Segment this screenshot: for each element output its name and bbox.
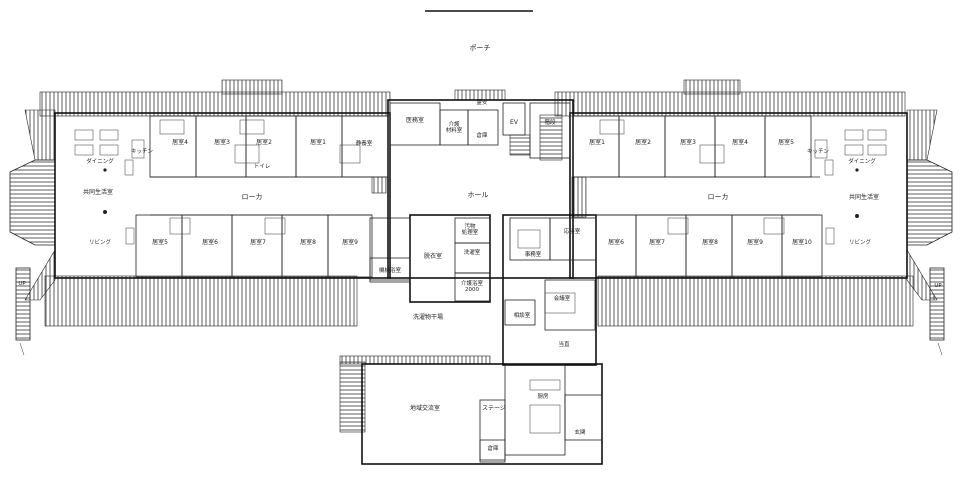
dining-left-label: ダイニング (86, 157, 114, 165)
room-lt-3: 居室1 (310, 138, 326, 146)
room-lb-2: 居室7 (250, 238, 266, 246)
room-lt-2: 居室2 (256, 138, 272, 146)
room-rb-2: 居室8 (702, 238, 718, 246)
kuri-label: 霊安 (476, 98, 488, 106)
laundry-area-label: 洗濯物干場 (413, 313, 443, 321)
quiet-label: 静養室 (356, 139, 373, 147)
right-wing-rooms (572, 115, 887, 278)
small-store-label: 倉庫 (487, 444, 499, 452)
up-left-label: UP (18, 281, 26, 287)
kitchen-right-label: キッチン (807, 148, 830, 155)
central-rooms (369, 102, 603, 463)
room-lt-1: 居室3 (214, 138, 230, 146)
room-lt-0: 居室4 (172, 138, 188, 146)
on-call-label: 当直 (558, 340, 570, 348)
corridor-left-label: ローカ (242, 193, 263, 201)
dining-right-label: ダイニング (848, 157, 876, 165)
room-lb-0: 居室5 (152, 238, 168, 246)
hall-label: ホール (468, 191, 489, 199)
undress-label: 脱衣室 (424, 252, 442, 260)
kitchen-main-label: 厨房 (537, 392, 549, 400)
corridor-right-label: ローカ (708, 193, 729, 201)
room-lb-3: 居室8 (300, 238, 316, 246)
storage-top-label: 倉庫 (476, 131, 488, 139)
entrance-hall-label: 玄関 (574, 428, 586, 436)
reception-label: 応接室 (564, 227, 581, 235)
medical-label: 医務室 (406, 116, 424, 124)
toilet-label: トイレ (254, 164, 271, 170)
wash-label: 洗濯室 (464, 248, 481, 256)
common-left-label: 共同生活室 (83, 188, 113, 196)
room-number-labels: 居室4 居室3 居室2 居室1 居室5 居室6 居室7 居室8 居室9 居室1 … (152, 138, 812, 246)
common-right-label: 共同生活室 (849, 193, 879, 201)
room-rt-1: 居室2 (635, 138, 651, 146)
porch-label: ポーチ (470, 44, 491, 52)
stairs-label: 階段 (544, 118, 556, 126)
left-wing-rooms (74, 115, 389, 278)
up-right-label: UP (934, 283, 942, 289)
room-rb-1: 居室7 (649, 238, 665, 246)
living-right-label: リビング (849, 238, 872, 246)
office-label: 事務室 (525, 250, 542, 258)
machine-bath-label: 機械浴室 (379, 266, 402, 274)
room-rt-3: 居室4 (732, 138, 748, 146)
room-rb-3: 居室9 (747, 238, 763, 246)
living-left-label: リビング (89, 238, 112, 246)
ev-label: EV (510, 119, 519, 126)
room-labels: ホール ローカ ローカ 共同生活室 共同生活室 ダイニング ダイニング リビング… (18, 98, 942, 452)
room-rb-0: 居室6 (608, 238, 624, 246)
room-rt-0: 居室1 (589, 138, 605, 146)
room-rt-4: 居室5 (778, 138, 794, 146)
filth-label: 汚物処理室 (462, 222, 479, 236)
roof-hatching (9, 79, 953, 433)
kitchen-left-label: キッチン (131, 148, 154, 155)
room-rt-2: 居室3 (680, 138, 696, 146)
fixtures (19, 168, 943, 356)
care-storage-label: 介護材料室 (446, 120, 463, 134)
room-lb-4: 居室9 (342, 238, 358, 246)
meeting-label: 会議室 (554, 294, 571, 302)
consult-label: 相談室 (514, 311, 531, 319)
room-rb-4: 居室10 (792, 238, 812, 246)
room-lb-1: 居室6 (202, 238, 218, 246)
stage-label: ステージ (482, 405, 506, 412)
community-label: 地域交流室 (410, 404, 440, 412)
